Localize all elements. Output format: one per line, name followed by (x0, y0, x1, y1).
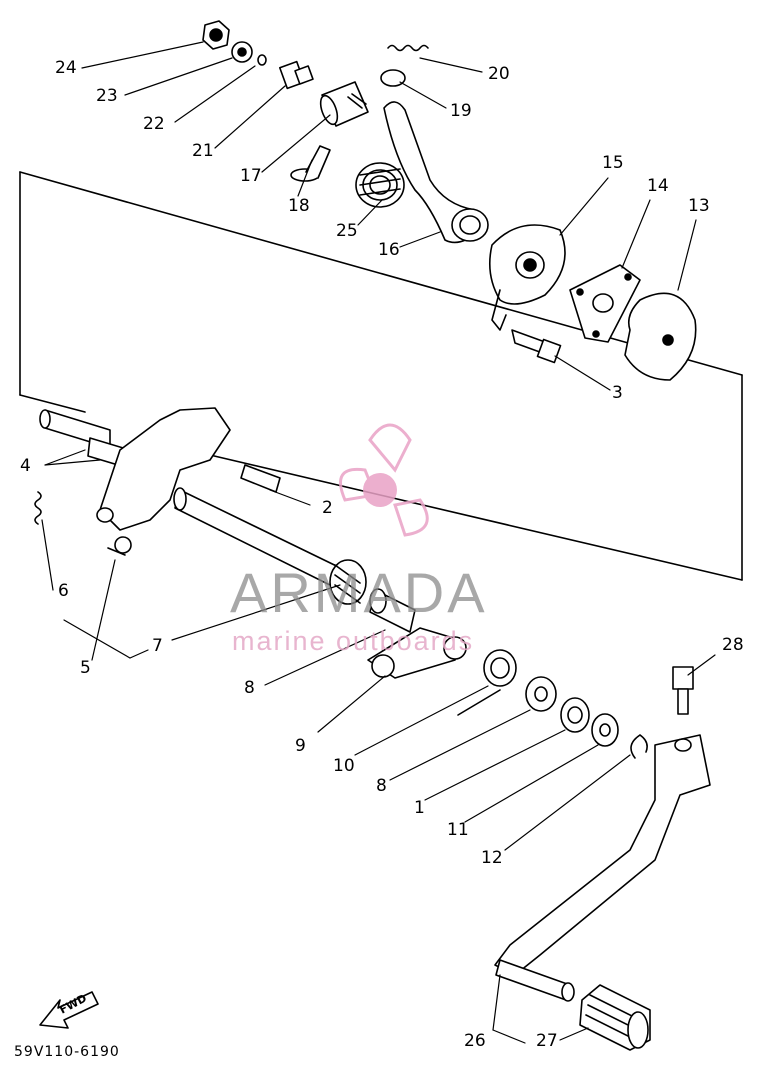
part-27-rubber (579, 984, 651, 1051)
part-5-fork-body (96, 407, 231, 556)
callout-26: 26 (464, 1031, 486, 1051)
part-6-spring (34, 491, 42, 525)
callout-27: 27 (536, 1031, 558, 1051)
callout-19: 19 (450, 101, 472, 121)
part-17-pin (319, 81, 369, 127)
callout-17: 17 (240, 166, 262, 186)
callout-25: 25 (336, 221, 358, 241)
part-24-nut (202, 20, 230, 50)
watermark-title: ARMADA (230, 561, 488, 624)
callout-2: 2 (322, 498, 333, 518)
callout-1: 1 (414, 798, 425, 818)
part-8-collar (329, 559, 367, 605)
assembly-outline (19, 171, 743, 581)
watermark-subtitle: marine outboards (232, 626, 475, 656)
callout-21: 21 (192, 141, 214, 161)
part-9-lever (367, 627, 467, 679)
callout-18: 18 (288, 196, 310, 216)
leader-lines (41, 41, 716, 1044)
fwd-arrow-icon (39, 991, 99, 1029)
part-1-bushing (560, 697, 590, 733)
watermark-logo (339, 423, 429, 537)
callout-22: 22 (143, 114, 165, 134)
callout-3: 3 (612, 383, 623, 403)
part-14-bracket (569, 264, 641, 343)
callout-10: 10 (333, 756, 355, 776)
callout-11: 11 (447, 820, 469, 840)
part-23-washer (231, 41, 253, 63)
part-12-clip (630, 734, 648, 759)
callout-14: 14 (647, 176, 669, 196)
part-28-bolt (672, 666, 694, 715)
part-11-washer (591, 713, 619, 747)
callout-28: 28 (722, 635, 744, 655)
callout-15: 15 (602, 153, 624, 173)
callout-9: 9 (295, 736, 306, 756)
part-3-stud (511, 329, 562, 364)
part-18-clevis-pin (290, 145, 331, 182)
part-10-spring (457, 649, 517, 716)
pedal-arm (494, 734, 711, 976)
callout-20: 20 (488, 64, 510, 84)
callout-4: 4 (20, 456, 31, 476)
part-21-bolt (278, 60, 314, 90)
part-19-clip (380, 69, 406, 87)
part-13-cover (624, 292, 697, 381)
part-15-plate (489, 224, 566, 331)
part-8b-washer (525, 676, 557, 712)
callout-12: 12 (481, 848, 503, 868)
part-25-spring (355, 162, 405, 208)
callout-13: 13 (688, 196, 710, 216)
callout-16: 16 (378, 240, 400, 260)
part-22-ring (257, 54, 267, 66)
part-7-shaft (173, 487, 356, 596)
callout-24: 24 (55, 58, 77, 78)
part-26-footrest-shaft (495, 959, 575, 1002)
callout-5: 5 (80, 658, 91, 678)
callout-8a: 8 (244, 678, 255, 698)
part-16-arm (383, 101, 489, 244)
spline-end (369, 588, 416, 633)
diagram-code: 59V110-6190 (14, 1044, 120, 1060)
callout-7: 7 (152, 636, 163, 656)
part-20-spring (387, 44, 429, 52)
callout-8b: 8 (376, 776, 387, 796)
callout-23: 23 (96, 86, 118, 106)
fwd-label: FWD (57, 992, 89, 1017)
callout-6: 6 (58, 581, 69, 601)
